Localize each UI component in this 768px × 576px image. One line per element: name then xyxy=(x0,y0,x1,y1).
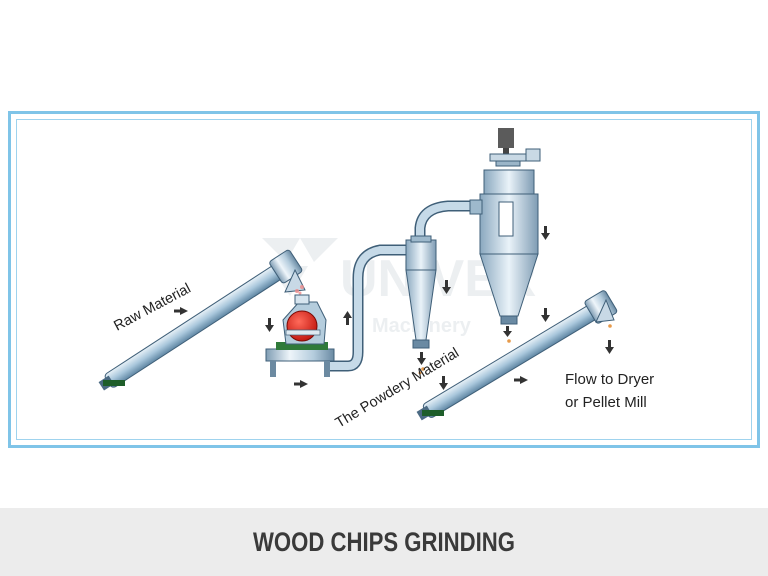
diagram-frame-inner xyxy=(16,119,752,440)
cyclone-down-arrow-icon xyxy=(442,280,451,294)
mill-outflow-arrow-icon xyxy=(294,380,308,388)
hammer-mill xyxy=(265,285,335,377)
collector-down-arrow-icon-2 xyxy=(541,308,550,322)
collector-down-arrow-icon-1 xyxy=(541,226,550,240)
pellet-mill-label: or Pellet Mill xyxy=(565,394,647,411)
raw-material-conveyor xyxy=(98,249,306,391)
final-outlet-arrow-icon xyxy=(605,324,614,354)
pneumatic-pipe xyxy=(330,200,474,372)
caption-bar: WOOD CHIPS GRINDING xyxy=(0,508,768,576)
conveyor-feed-down-arrow-icon xyxy=(439,376,448,390)
raw-material-flow-arrow-icon xyxy=(174,307,188,315)
feed-down-arrow-icon xyxy=(265,318,274,332)
caption-title: WOOD CHIPS GRINDING xyxy=(252,527,515,557)
diagram-frame xyxy=(8,111,760,448)
cyclone-outlet-arrow-icon xyxy=(417,352,426,375)
powdery-flow-arrow-icon xyxy=(514,376,528,384)
collector-outlet-arrow-icon xyxy=(503,326,512,343)
flow-to-dryer-label: Flow to Dryer xyxy=(565,371,654,388)
cyclone-separator xyxy=(405,235,437,349)
dust-collector xyxy=(469,128,541,325)
pipe-up-arrow-icon xyxy=(343,311,352,325)
powdery-material-conveyor xyxy=(416,290,618,421)
